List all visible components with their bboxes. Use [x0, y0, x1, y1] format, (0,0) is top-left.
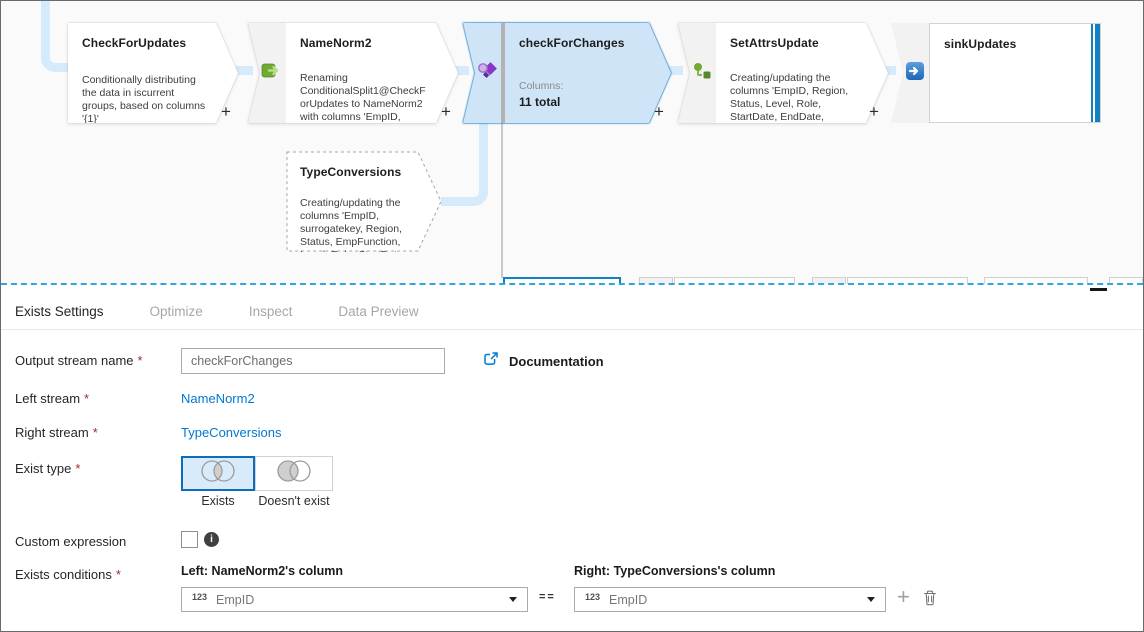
node-checkforchanges-selected[interactable]: checkForChanges Columns: 11 total: [463, 23, 671, 123]
connector-right-stream: [441, 119, 488, 206]
documentation-label: Documentation: [509, 354, 604, 369]
panel-tabs: Exists Settings Optimize Inspect Data Pr…: [15, 304, 419, 319]
partial-node[interactable]: [674, 277, 795, 284]
select-icon: [261, 61, 283, 86]
exist-type-doesnt-exist-button[interactable]: [255, 456, 333, 491]
partial-node[interactable]: [984, 277, 1088, 284]
connector-line: [231, 66, 253, 75]
node-title: SetAttrsUpdate: [730, 36, 819, 50]
node-sinkupdates[interactable]: sinkUpdates: [891, 23, 1101, 123]
add-transformation-button[interactable]: +: [654, 102, 664, 121]
integer-type-icon: 123: [192, 591, 208, 602]
columns-count: 11 total: [519, 95, 561, 109]
node-description: Creating/updating the columns 'EmpID, su…: [300, 197, 406, 252]
dataflow-canvas[interactable]: CheckForUpdates Conditionally distributi…: [1, 1, 1143, 284]
custom-expression-label: Custom expression: [15, 534, 127, 549]
custom-expression-checkbox[interactable]: [181, 531, 198, 548]
sink-icon: [904, 60, 926, 87]
left-column-dropdown[interactable]: 123 EmpID: [181, 587, 528, 612]
output-stream-name-label: Output stream name*: [15, 353, 143, 368]
node-title: sinkUpdates: [944, 37, 1017, 51]
node-checkforupdates[interactable]: CheckForUpdates Conditionally distributi…: [68, 23, 238, 123]
exist-type-label: Exist type*: [15, 461, 81, 476]
node-typeconversions[interactable]: TypeConversions Creating/updating the co…: [286, 151, 442, 252]
right-stream-link[interactable]: TypeConversions: [181, 425, 282, 440]
sink-end-marker: [1090, 24, 1100, 122]
tab-inspect[interactable]: Inspect: [248, 304, 293, 319]
tab-data-preview[interactable]: Data Preview: [338, 304, 419, 319]
left-stream-label: Left stream*: [15, 391, 90, 406]
left-stream-link[interactable]: NameNorm2: [181, 391, 255, 406]
external-link-icon: [483, 351, 499, 372]
tabs-divider: [1, 329, 1143, 330]
node-title: TypeConversions: [300, 165, 402, 179]
documentation-link[interactable]: Documentation: [483, 351, 604, 372]
node-title: checkForChanges: [519, 36, 625, 50]
right-stream-label: Right stream*: [15, 425, 98, 440]
info-icon[interactable]: i: [204, 532, 219, 547]
connector-incoming: [41, 1, 81, 72]
panel-resize-splitter[interactable]: [1, 283, 1143, 285]
derived-column-icon: [691, 61, 713, 86]
exists-conditions-label: Exists conditions*: [15, 567, 121, 582]
node-description: Creating/updating the columns 'EmpID, Re…: [730, 72, 849, 123]
selection-guide-line: [501, 26, 503, 278]
connector-line: [663, 66, 683, 75]
chevron-down-icon: [867, 597, 875, 602]
add-transformation-button[interactable]: +: [441, 102, 451, 121]
node-description: Renaming ConditionalSplit1@CheckForUpdat…: [300, 72, 426, 123]
partial-node[interactable]: [847, 277, 968, 284]
partial-node-icon[interactable]: [639, 277, 673, 284]
venn-doesnt-exist-icon: [271, 459, 317, 488]
exists-settings-panel: Exists Settings Optimize Inspect Data Pr…: [1, 285, 1143, 631]
node-namenorm2[interactable]: NameNorm2 Renaming ConditionalSplit1@Che…: [248, 23, 458, 123]
right-column-dropdown[interactable]: 123 EmpID: [574, 587, 886, 612]
left-column-header: Left: NameNorm2's column: [181, 564, 344, 578]
exists-icon: [476, 61, 498, 86]
right-column-value: EmpID: [609, 592, 648, 607]
add-condition-button[interactable]: +: [897, 584, 910, 609]
node-title: NameNorm2: [300, 36, 372, 50]
output-stream-name-input[interactable]: [181, 348, 445, 374]
left-column-value: EmpID: [216, 592, 255, 607]
add-transformation-button[interactable]: +: [869, 102, 879, 121]
node-title: CheckForUpdates: [82, 36, 187, 50]
partial-node-selected[interactable]: [503, 277, 621, 284]
integer-type-icon: 123: [585, 591, 601, 602]
columns-label: Columns:: [519, 80, 564, 92]
node-setattrsupdate[interactable]: SetAttrsUpdate Creating/updating the col…: [678, 23, 888, 123]
partial-node[interactable]: [1109, 277, 1143, 284]
node-divider: [501, 23, 505, 123]
partial-node-icon[interactable]: [812, 277, 846, 284]
exists-option-label: Exists: [201, 494, 235, 508]
chevron-down-icon: [509, 597, 517, 602]
right-column-header: Right: TypeConversions's column: [574, 564, 776, 578]
connector-line: [449, 66, 469, 75]
collapse-panel-button[interactable]: [1090, 288, 1107, 291]
node-description: Conditionally distributing the data in i…: [82, 74, 206, 123]
add-transformation-button[interactable]: +: [221, 102, 231, 121]
tab-optimize[interactable]: Optimize: [149, 304, 203, 319]
equality-operator: ==: [539, 591, 556, 603]
doesnt-exist-option-label: Doesn't exist: [258, 494, 330, 508]
exist-type-exists-button[interactable]: [181, 456, 255, 491]
delete-condition-icon[interactable]: [922, 589, 938, 611]
venn-exists-icon: [195, 459, 241, 488]
tab-exists-settings[interactable]: Exists Settings: [15, 304, 104, 319]
